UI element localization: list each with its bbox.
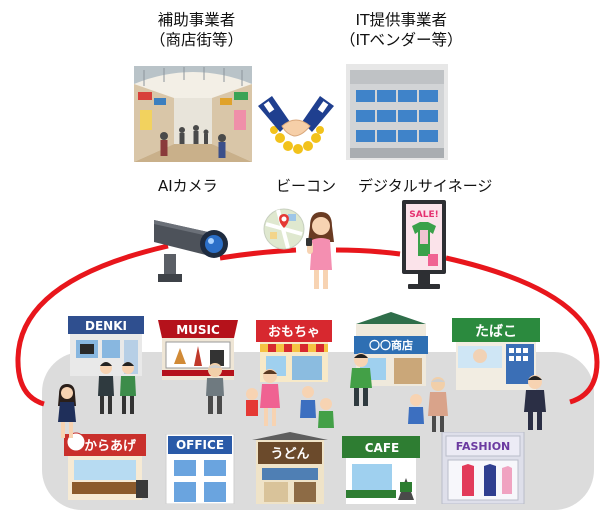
pedestrian-elderly-man <box>206 363 224 414</box>
shop-cafe-sign: CAFE <box>365 441 400 455</box>
shop-office: OFFICE <box>165 434 235 504</box>
woman-with-smartphone <box>306 212 334 293</box>
shop-music: MUSIC <box>158 320 238 380</box>
pedestrian-businessman-right <box>524 375 546 430</box>
shopping-arcade-illustration <box>134 66 252 162</box>
pedestrian-men-pair <box>98 362 136 414</box>
shop-shoten-sign: 〇〇商店 <box>369 338 413 352</box>
pedestrian-grandparent-child <box>408 377 448 432</box>
shop-udon: うどん <box>252 432 328 504</box>
shop-karaage-sign: からあげ <box>84 438 137 454</box>
signage-screen-text: SALE! <box>409 210 438 220</box>
shop-tabako-sign: たばこ <box>475 324 517 340</box>
shop-udon-sign: うどん <box>270 447 309 462</box>
office-building-illustration <box>346 64 448 160</box>
shop-karaage: からあげ <box>64 432 148 500</box>
it-provider-label-line2: （ITベンダー等） <box>340 31 463 49</box>
subsidized-label: 補助事業者 （商店街等） <box>150 10 243 50</box>
ring-arc-left <box>15 243 169 407</box>
it-provider-label-line1: IT提供事業者 <box>355 11 448 29</box>
subsidized-label-line2: （商店街等） <box>150 31 244 49</box>
it-provider-label: IT提供事業者 （ITベンダー等） <box>340 10 463 50</box>
ai-camera-label: AIカメラ <box>158 177 218 195</box>
shop-tabako: たばこ <box>452 318 540 390</box>
shop-fashion: FASHION <box>441 432 525 504</box>
shop-office-sign: OFFICE <box>176 438 224 452</box>
subsidized-label-line1: 補助事業者 <box>157 11 236 29</box>
beacon-map-icon <box>263 208 305 250</box>
pedestrian-man-center <box>350 353 372 406</box>
shop-denki-sign: DENKI <box>85 319 127 333</box>
shop-omocha-sign: おもちゃ <box>268 325 320 340</box>
shop-cafe: CAFE <box>342 436 420 504</box>
ring-arc-mid-right <box>335 247 401 257</box>
shop-music-sign: MUSIC <box>176 323 220 337</box>
ring-arc-right <box>445 255 600 405</box>
digital-signage-display: SALE! <box>402 200 446 289</box>
shop-fashion-sign: FASHION <box>456 440 511 453</box>
pedestrian-family <box>246 369 334 428</box>
handshake-icon <box>258 96 334 154</box>
pedestrian-woman-left <box>58 384 76 438</box>
ring-arc-mid-left <box>219 247 297 261</box>
shop-shoten: 〇〇商店 <box>354 312 428 386</box>
signage-label: デジタルサイネージ <box>358 177 493 195</box>
beacon-label: ビーコン <box>276 177 337 195</box>
security-camera-icon <box>154 220 228 282</box>
